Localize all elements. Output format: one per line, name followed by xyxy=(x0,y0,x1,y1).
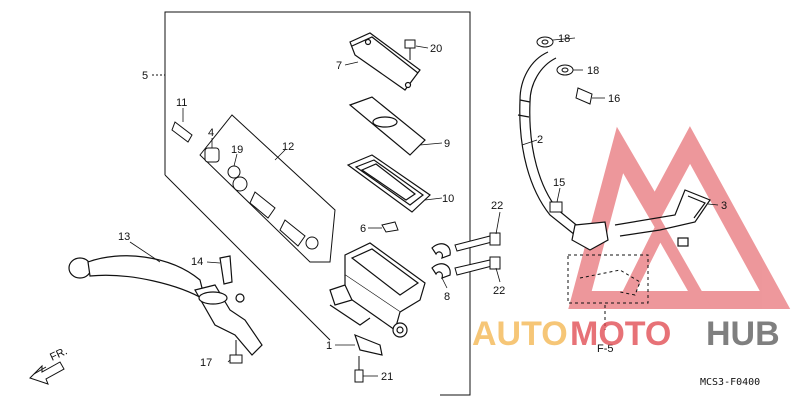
part-label-4: 4 xyxy=(208,127,214,139)
brake-hose xyxy=(517,51,609,251)
part-label-1: 1 xyxy=(326,340,332,352)
piston-parts xyxy=(171,121,319,250)
watermark-text: AUTO MOTO HUB xyxy=(472,315,780,353)
part-label-11: 11 xyxy=(176,97,187,109)
reservoir-cap xyxy=(349,32,421,91)
part-label-7: 7 xyxy=(336,60,342,72)
part-label-8: 8 xyxy=(444,291,450,303)
clamp xyxy=(431,243,451,280)
part-label-20: 20 xyxy=(430,43,442,55)
leader-lines xyxy=(129,37,719,377)
watermark-auto: AUTO xyxy=(472,315,568,353)
part-label-12: 12 xyxy=(282,141,294,153)
part-label-21: 21 xyxy=(381,371,393,383)
part-label-14: 14 xyxy=(191,256,203,268)
part-label-15: 15 xyxy=(553,177,565,189)
screw-6 xyxy=(381,221,399,233)
bolts-22 xyxy=(454,232,501,276)
bolt-20 xyxy=(404,39,416,60)
front-arrow-label: FR. xyxy=(48,345,69,363)
part-label-18-second: 18 xyxy=(587,65,599,77)
part-label-9: 9 xyxy=(444,138,450,150)
part-label-22-top: 22 xyxy=(491,200,503,212)
bolt-17 xyxy=(229,340,243,364)
front-arrow: FR. xyxy=(29,345,69,385)
watermark-logo xyxy=(568,126,791,309)
piston-kit-box xyxy=(199,114,336,263)
part-label-13: 13 xyxy=(118,231,130,243)
part-label-18-top: 18 xyxy=(558,33,570,45)
assembly-outline xyxy=(152,11,471,396)
part-label-22-bottom: 22 xyxy=(493,285,505,297)
hose-guide xyxy=(614,189,711,247)
hose-fittings xyxy=(536,36,593,213)
detail-ref-label: F-5 xyxy=(597,343,614,355)
brake-lever xyxy=(68,255,263,356)
part-label-6: 6 xyxy=(360,223,366,235)
master-cylinder-body xyxy=(329,242,426,356)
part-label-2: 2 xyxy=(537,134,543,146)
part-label-17: 17 xyxy=(200,357,212,369)
reservoir-diaphragm xyxy=(346,154,431,213)
part-label-5: 5 xyxy=(142,70,148,82)
part-labels: 5 7 20 9 10 6 8 1 21 17 14 13 4 19 11 12… xyxy=(118,33,727,383)
diagram-code: MCS3-F0400 xyxy=(700,377,760,388)
watermark-moto: MOTO xyxy=(570,315,671,353)
part-label-3: 3 xyxy=(721,200,727,212)
part-label-19: 19 xyxy=(231,144,243,156)
detail-view-f5 xyxy=(567,254,649,330)
part-label-10: 10 xyxy=(442,193,454,205)
watermark-hub: HUB xyxy=(706,315,780,353)
bolt-21 xyxy=(354,356,364,383)
reservoir-plate xyxy=(348,96,426,156)
part-label-16: 16 xyxy=(608,93,620,105)
